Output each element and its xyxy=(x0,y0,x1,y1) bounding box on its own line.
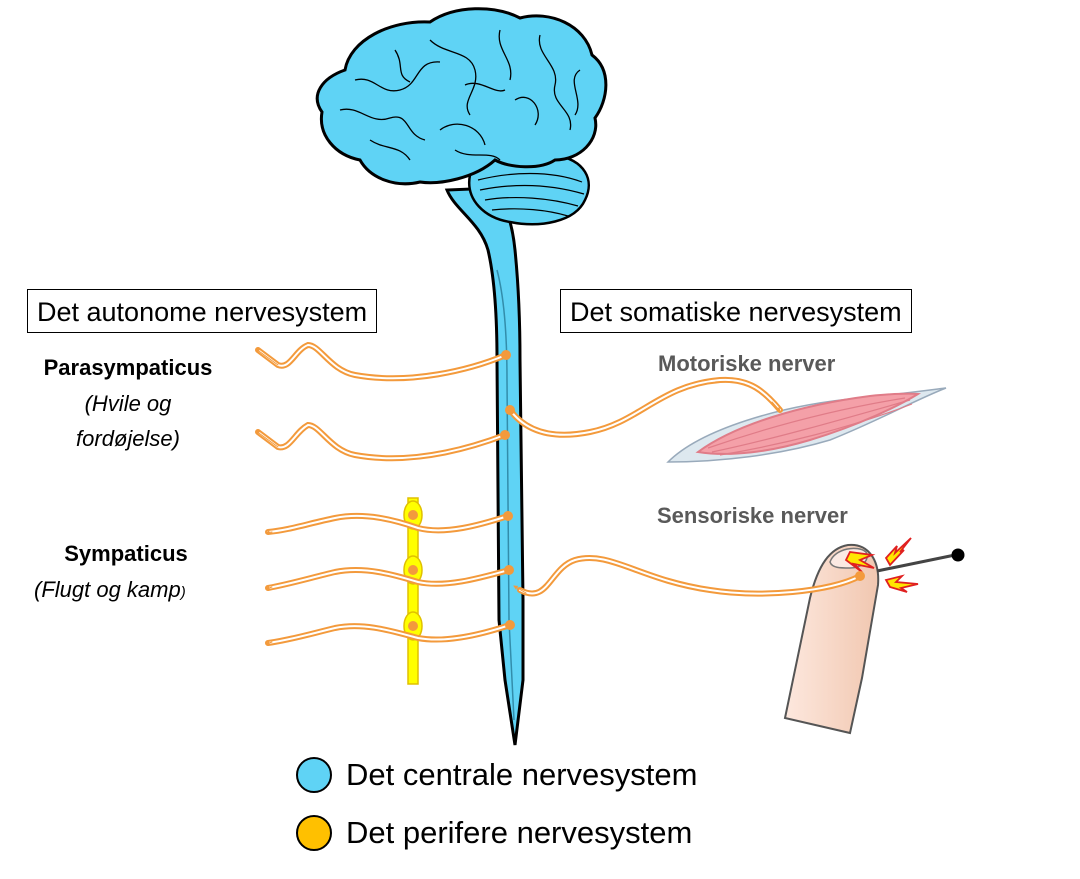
sympathetic-subtitle-paren: ) xyxy=(180,584,186,601)
spinal-cord xyxy=(444,186,525,746)
somatic-box: Det somatiske nervesystem xyxy=(560,289,912,333)
parasympathetic-subtitle-1: (Hvile og xyxy=(84,391,172,416)
legend-label-cns: Det centrale nervesystem xyxy=(346,757,698,792)
legend-dot-pns xyxy=(296,815,332,851)
needle xyxy=(876,548,965,573)
sympathetic-title: Sympaticus xyxy=(64,541,188,566)
legend-label-pns: Det perifere nervesystem xyxy=(346,815,693,850)
sympathetic-nerve-3 xyxy=(265,622,513,646)
pain-spark-icons xyxy=(844,537,919,593)
motor-nerve xyxy=(507,376,783,438)
sensory-nerve xyxy=(513,555,863,597)
muscle xyxy=(666,387,947,463)
brain xyxy=(315,7,608,186)
nerve-paths xyxy=(255,341,863,646)
legend-dot-cns xyxy=(296,757,332,793)
parasympathetic-subtitle-2: fordøjelse) xyxy=(76,426,180,451)
legend-item-cns: Det centrale nervesystem xyxy=(296,752,697,798)
sensory-nerves-label: Sensoriske nerver xyxy=(657,503,848,528)
parasympathetic-nerve-1 xyxy=(255,341,509,382)
finger xyxy=(783,543,880,735)
autonomic-box: Det autonome nervesystem xyxy=(27,289,378,333)
sympathetic-nerve-2 xyxy=(265,567,512,591)
sympathetic-subtitle: (Flugt og kamp) xyxy=(34,577,186,603)
motor-nerves-label: Motoriske nerver xyxy=(658,351,836,376)
parasympathetic-nerve-2 xyxy=(255,421,508,462)
sympathetic-nerve-1 xyxy=(265,512,511,535)
legend-item-pns: Det perifere nervesystem xyxy=(296,810,692,856)
nerve-junction-dots xyxy=(408,350,865,631)
sympathetic-subtitle-main: (Flugt og kamp xyxy=(34,577,181,602)
parasympathetic-title: Parasympaticus xyxy=(43,355,213,380)
